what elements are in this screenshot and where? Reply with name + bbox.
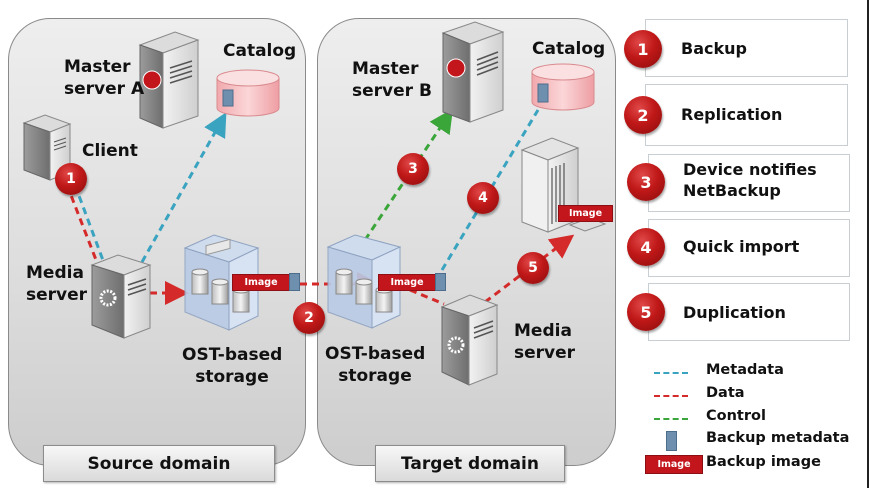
master-server-b-label-line2: server B <box>352 81 432 101</box>
master-server-a-label-line2: server A <box>64 79 145 99</box>
media-server-b-label-line2: server <box>514 343 576 363</box>
source-domain-label: Source domain <box>43 445 275 482</box>
media-server-a-label-line1: Media <box>26 263 84 283</box>
catalog-a-icon <box>216 69 280 117</box>
flow-badge-5: 5 <box>517 252 549 284</box>
legend-metadata-label: Metadata <box>706 362 784 378</box>
ost-storage-b-label: OST-based storage <box>325 343 425 387</box>
backup-image-tag-rack: Image <box>558 205 613 222</box>
target-domain-label: Target domain <box>375 445 565 482</box>
step-box-3 <box>648 154 850 212</box>
storage-to-media-data-line <box>409 288 445 306</box>
master-server-a-icon <box>138 31 200 129</box>
master-server-b-icon <box>441 21 505 123</box>
storage-rack-icon <box>520 137 607 233</box>
media-server-a-label-line2: server <box>26 285 88 305</box>
catalog-b-label: Catalog <box>532 39 606 59</box>
legend-backup-metadata-label: Backup metadata <box>706 430 850 446</box>
media-to-catalog-metadata-line <box>140 112 227 263</box>
master-server-b-label: Master server B <box>352 58 432 102</box>
step-label-3: Device notifies NetBackup <box>683 159 817 201</box>
legend-data-label: Data <box>706 385 745 401</box>
legend-backup-image-label: Backup image <box>706 454 821 470</box>
step-label-1: Backup <box>681 39 747 58</box>
client-to-media-data-line <box>65 184 100 266</box>
backup-image-tag-source: Image <box>232 274 290 291</box>
step-badge-4: 4 <box>627 228 665 266</box>
ost-storage-a-label-line1: OST-based <box>182 345 283 365</box>
backup-metadata-block-target <box>435 273 446 291</box>
metadata-line-swatch <box>654 372 688 374</box>
step-badge-5: 5 <box>627 293 665 331</box>
right-border-line <box>867 0 869 488</box>
master-server-a-label-line1: Master <box>64 57 131 77</box>
step-badge-3: 3 <box>627 163 665 201</box>
catalog-b-icon <box>531 63 595 111</box>
step-badge-2: 2 <box>624 96 662 134</box>
media-server-a-label: Media server <box>26 262 87 306</box>
step-label-3-line1: Device notifies <box>683 160 817 179</box>
media-server-b-label-line1: Media <box>514 321 572 341</box>
flow-badge-3: 3 <box>397 153 429 185</box>
ost-storage-b-label-line1: OST-based <box>325 344 426 364</box>
step-box-4 <box>648 219 850 277</box>
step-label-2: Replication <box>681 105 783 124</box>
client-to-media-metadata-line <box>73 184 106 264</box>
control-line-swatch <box>654 418 688 420</box>
step-box-2 <box>645 84 848 146</box>
media-server-b-icon <box>440 294 499 386</box>
backup-metadata-block-source <box>289 273 300 291</box>
master-server-b-label-line1: Master <box>352 59 419 79</box>
backup-metadata-swatch <box>666 431 677 451</box>
flow-badge-1: 1 <box>55 163 87 195</box>
data-line-swatch <box>654 395 688 397</box>
media-server-b-label: Media server <box>514 320 575 364</box>
flow-badge-2: 2 <box>293 302 325 334</box>
client-computer-icon <box>22 114 72 181</box>
step-label-3-line2: NetBackup <box>683 181 781 200</box>
backup-image-swatch: Image <box>645 455 703 474</box>
legend-control-label: Control <box>706 408 766 424</box>
step-label-4: Quick import <box>683 237 800 256</box>
ost-storage-a-label-line2: storage <box>195 367 269 387</box>
flow-badge-4: 4 <box>467 182 499 214</box>
step-badge-1: 1 <box>624 30 662 68</box>
media-server-a-icon <box>90 254 152 339</box>
step-box-5 <box>648 283 850 341</box>
backup-image-tag-target: Image <box>378 274 436 291</box>
catalog-a-label: Catalog <box>223 41 297 61</box>
client-label: Client <box>82 141 138 161</box>
step-label-5: Duplication <box>683 303 786 322</box>
ost-storage-b-label-line2: storage <box>338 366 412 386</box>
ost-storage-a-label: OST-based storage <box>182 344 282 388</box>
master-server-a-label: Master server A <box>64 56 144 100</box>
